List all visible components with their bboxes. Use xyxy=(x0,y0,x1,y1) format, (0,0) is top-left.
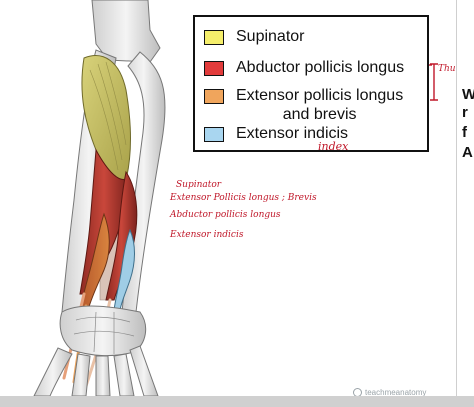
adjacent-slide-edge: W r f A xyxy=(456,0,474,396)
forearm-illustration xyxy=(33,0,438,396)
legend-swatch xyxy=(204,30,224,45)
handwritten-note-3: Abductor pollicis longus xyxy=(170,210,281,220)
legend-label: Extensor pollicis longus and brevis xyxy=(236,87,404,123)
legend-swatch xyxy=(204,61,224,76)
bracket-annotation: Thum xyxy=(438,64,456,74)
index-annotation: index xyxy=(318,140,349,153)
handwritten-note-1: Supinator xyxy=(176,180,222,190)
legend-box: Supinator Abductor pollicis longus Exten… xyxy=(193,15,429,152)
watermark-text: teachmeanatomy xyxy=(365,388,427,396)
side-text-4: A xyxy=(462,144,473,161)
legend-label: Supinator xyxy=(236,28,305,45)
side-text-3: f xyxy=(462,124,467,141)
bracket xyxy=(430,63,438,101)
side-text-1: W xyxy=(462,86,474,103)
handwritten-note-2: Extensor Pollicis longus ; Brevis xyxy=(170,193,317,203)
side-text-2: r xyxy=(462,104,468,121)
legend-item-extensor-pollicis: Extensor pollicis longus and brevis xyxy=(204,86,403,124)
legend-swatch xyxy=(204,89,224,104)
legend-item-extensor-indicis: Extensor indicis xyxy=(204,124,348,143)
carpal-bones xyxy=(59,305,147,357)
watermark: teachmeanatomy xyxy=(353,388,426,396)
humerus-bone xyxy=(91,0,161,63)
metacarpal-bones xyxy=(33,345,159,396)
slide: Supinator Abductor pollicis longus Exten… xyxy=(0,0,456,396)
legend-item-supinator: Supinator xyxy=(204,27,305,46)
legend-label: Extensor indicis xyxy=(236,125,349,142)
legend-swatch xyxy=(204,127,224,142)
legend-label: Abductor pollicis longus xyxy=(236,59,405,76)
bottom-bar xyxy=(0,396,474,407)
handwritten-note-4: Extensor indicis xyxy=(170,230,244,240)
extensor-pollicis-longus-muscle xyxy=(105,170,138,301)
teachmeanatomy-logo-icon xyxy=(353,388,362,396)
legend-item-abductor: Abductor pollicis longus xyxy=(204,58,404,77)
